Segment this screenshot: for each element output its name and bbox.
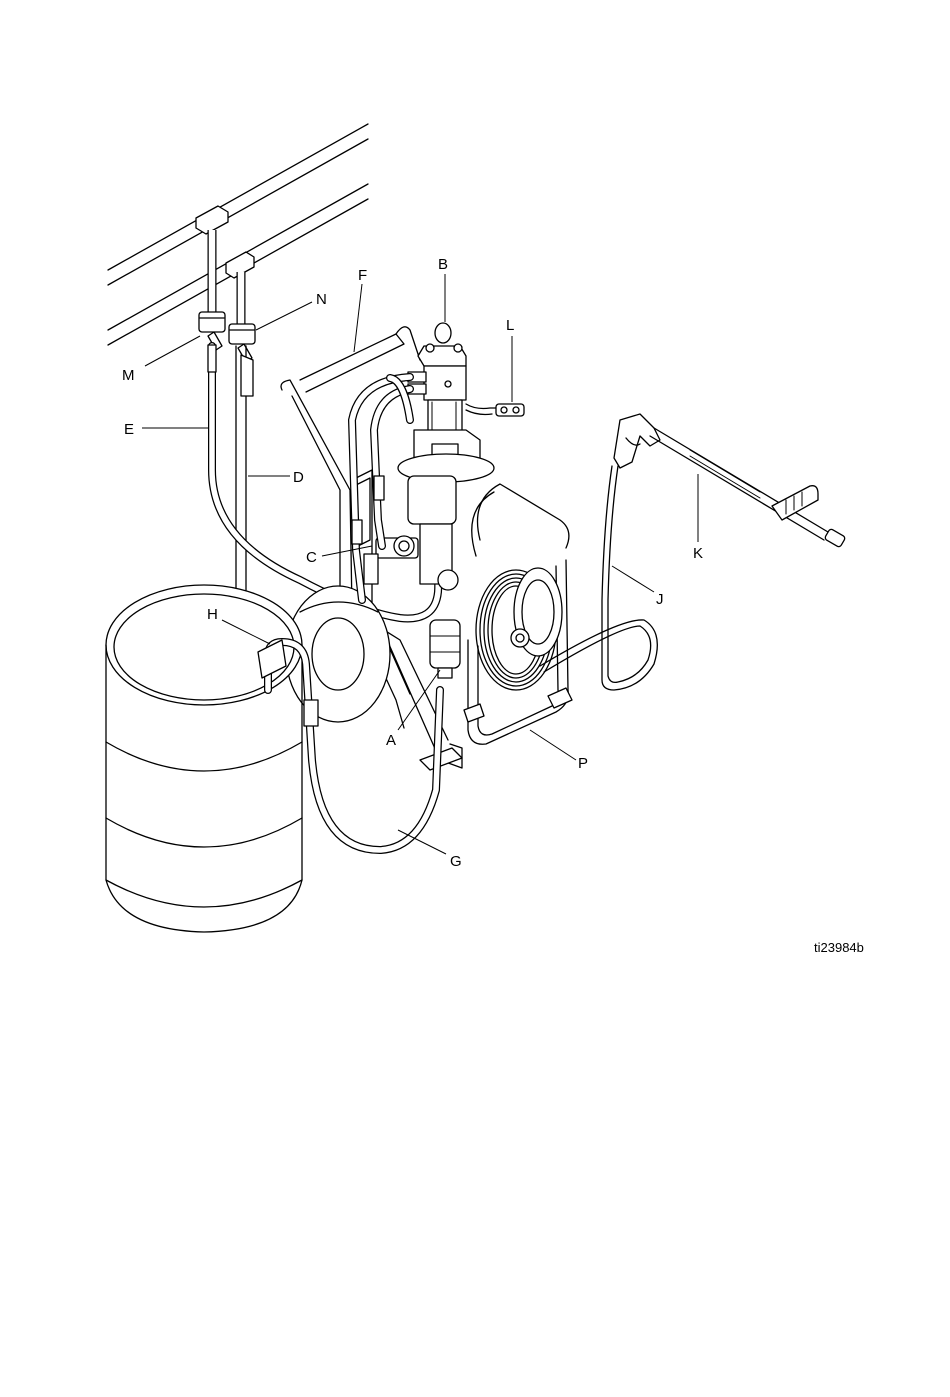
drum — [106, 585, 302, 932]
label-m: M — [122, 367, 135, 384]
lift-ring — [435, 323, 451, 343]
label-e: E — [124, 421, 134, 438]
label-p: P — [578, 755, 588, 772]
figure-id: ti23984b — [814, 940, 864, 955]
label-l: L — [506, 317, 514, 334]
label-j: J — [656, 591, 664, 608]
label-d: D — [293, 469, 304, 486]
label-k: K — [693, 545, 703, 562]
label-h: H — [207, 606, 218, 623]
label-g: G — [450, 853, 462, 870]
label-a: A — [386, 732, 396, 749]
control-switch — [496, 404, 524, 416]
label-c: C — [306, 549, 317, 566]
label-b: B — [438, 256, 448, 273]
label-f: F — [358, 267, 367, 284]
hose-reel — [464, 484, 572, 744]
label-n: N — [316, 291, 327, 308]
